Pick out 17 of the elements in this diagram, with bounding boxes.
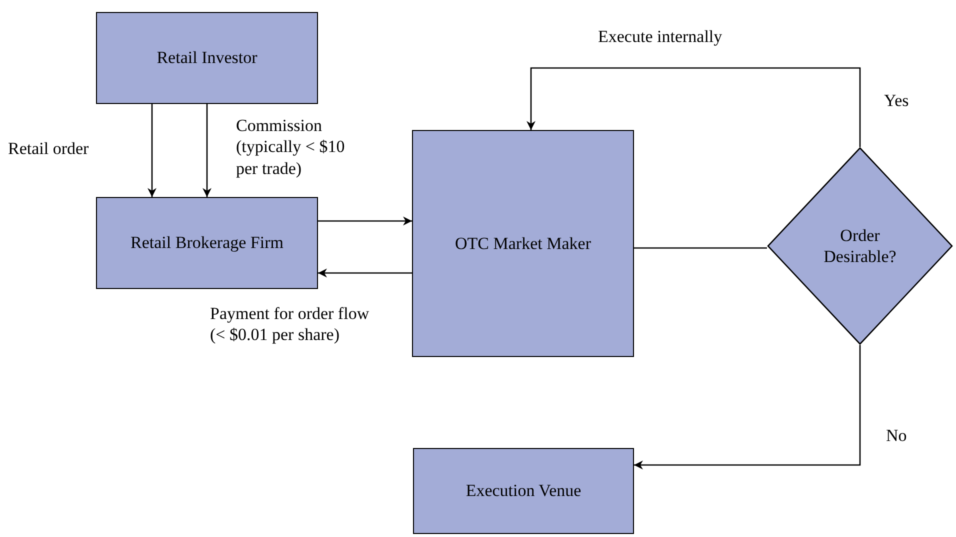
annotation-text: Execute internally [598,26,724,48]
arrow [318,216,412,226]
arrow [202,104,212,197]
edge-label: No [886,425,908,446]
arrow [634,345,861,470]
arrow [318,268,412,278]
edge-label: Retail order [8,138,90,160]
node-label: OTC Market Maker [455,232,591,254]
edge-label: Yes [884,90,910,112]
edge-label: Commission (typically < $10 per trade) [236,115,346,179]
node-label: Retail Brokerage Firm [130,232,284,254]
node-label: Execution Venue [466,480,582,502]
arrow [526,67,861,147]
node-label: Order Desirable? [822,224,898,268]
node-label: Retail Investor [156,47,258,69]
edge-label: Payment for order flow (< $0.01 per share) [210,303,370,346]
arrow [148,104,156,197]
